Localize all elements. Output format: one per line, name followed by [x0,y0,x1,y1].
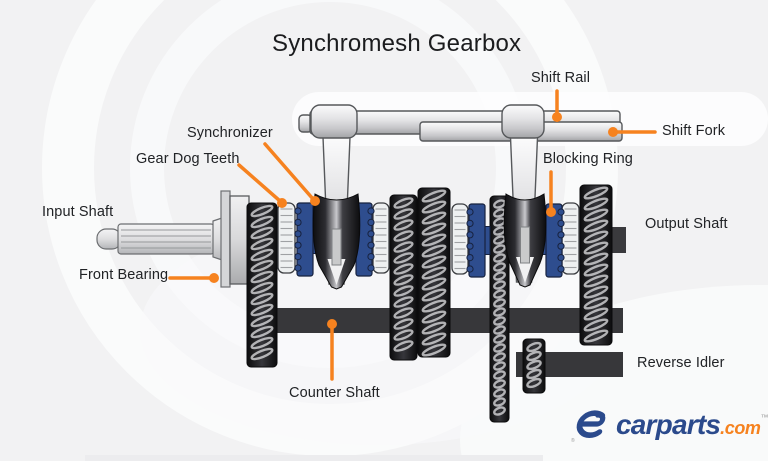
pointer-line-synchronizer [263,142,320,206]
label-blocking-ring: Blocking Ring [543,151,633,167]
blocking-ring [540,203,565,278]
label-synchronizer: Synchronizer [187,125,273,141]
label-shift-rail: Shift Rail [531,70,591,86]
gear [246,202,278,368]
front-bearing [220,190,250,288]
pointer-line-shift-fork [608,127,657,137]
page-title: Synchromesh Gearbox [272,30,522,57]
input-shaft [96,215,229,263]
bg-bottom-strip [85,455,543,461]
gear [417,187,451,358]
pointer-line-counter-shaft [327,319,337,381]
label-input-shaft: Input Shaft [42,204,114,220]
pointer-line-gear-dog-teeth [237,163,287,208]
pointer-line-shift-rail [552,89,562,122]
gear-dog-teeth [277,202,296,274]
blocking-ring [466,203,491,278]
logo-trademark: ™ [760,413,768,422]
carparts-swirl-icon: ® [571,410,606,444]
label-reverse-idler: Reverse Idler [637,355,725,371]
gear [489,195,510,423]
pointer-line-front-bearing [168,273,219,283]
label-gear-dog-teeth: Gear Dog Teeth [136,151,240,167]
logo-brand-text: carparts [616,409,721,440]
label-counter-shaft: Counter Shaft [289,385,380,401]
label-output-shaft: Output Shaft [645,216,728,232]
svg-text:®: ® [571,437,575,444]
gear-dog-teeth [561,202,580,275]
synchronizer-hub [503,193,547,288]
gear [522,338,546,394]
gear [579,184,613,346]
logo-tld-text: .com [720,418,761,438]
gear [389,194,418,361]
label-front-bearing: Front Bearing [79,267,169,283]
gear-dog-teeth [372,202,390,274]
gear-dog-teeth [451,203,469,275]
label-shift-fork: Shift Fork [662,123,726,139]
pointer-line-blocking-ring [546,170,556,217]
synchronizer-hub [312,193,361,290]
